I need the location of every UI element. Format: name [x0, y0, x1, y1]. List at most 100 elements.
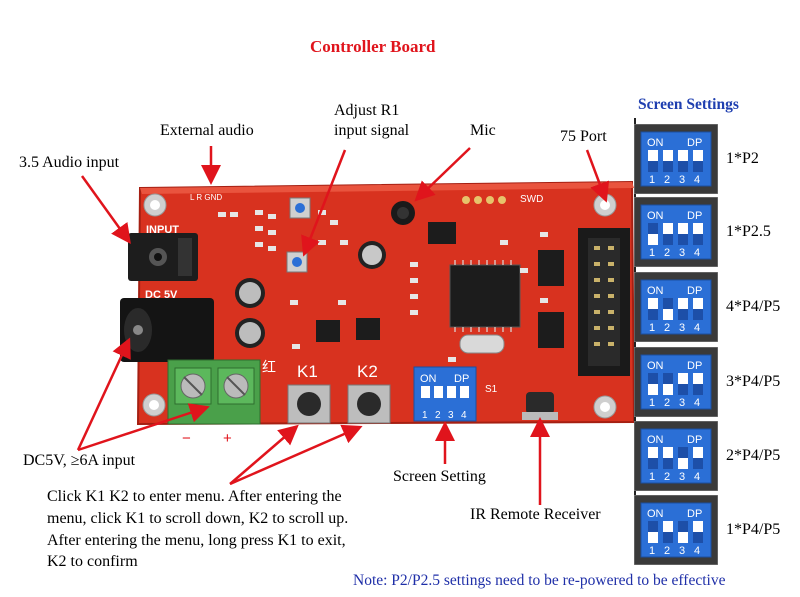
dip-number: 4 [694, 397, 700, 409]
dip-switch-knob [693, 521, 703, 532]
dip-switch-knob [648, 150, 658, 161]
label-75-port: 75 Port [560, 128, 607, 145]
dip-number: 2 [664, 322, 670, 334]
screen-setting-label: 3*P4/P5 [726, 373, 781, 390]
label-dc-input: DC5V, ≥6A input [23, 452, 136, 469]
dip-switch-knob [678, 223, 688, 234]
dip-switch-knob [678, 532, 688, 543]
trim-pots [286, 197, 311, 273]
silk-swd: SWD [520, 194, 543, 205]
screen-setting-label: 1*P2.5 [726, 223, 771, 240]
dip-switch-knob [693, 223, 703, 234]
dip-dp-label: DP [687, 285, 702, 297]
dip-number: 1 [649, 545, 655, 557]
dip-switch-knob [693, 298, 703, 309]
dip-switch-knob [663, 447, 673, 458]
dip-switch-knob [663, 223, 673, 234]
dip-on-label: ON [647, 137, 664, 149]
dip-switch-knob [678, 458, 688, 469]
dip-number: 1 [649, 174, 655, 186]
dc-jack [120, 298, 214, 362]
terminal-minus: − [182, 430, 191, 447]
dip-number: 4 [694, 322, 700, 334]
dip-number: 3 [679, 471, 685, 483]
dip-switch-knob [648, 298, 658, 309]
instructions-line-2: menu, click K1 to scroll down, K2 to scr… [47, 510, 349, 527]
crystal [459, 334, 505, 354]
dip-switch-knob [678, 298, 688, 309]
terminal-plus: + [223, 430, 232, 447]
screen-setting-label: 1*P2 [726, 150, 759, 167]
smd-parts [218, 210, 548, 362]
silk-lr-gnd: L R GND [190, 193, 222, 202]
dip-number: 3 [679, 545, 685, 557]
dip-number: 3 [679, 174, 685, 186]
dip-dp-label: DP [687, 508, 702, 520]
label-adjust-r1-line2: input signal [334, 122, 410, 139]
dip-number: 4 [694, 247, 700, 259]
dip-switch-knob [663, 521, 673, 532]
instructions-line-3: After entering the menu, long press K1 t… [47, 532, 346, 549]
dip-switch-knob [663, 384, 673, 395]
silk-k2: K2 [357, 362, 378, 381]
dip-switch-knob [693, 447, 703, 458]
page-title: Controller Board [310, 37, 436, 56]
dip-switch-knob [648, 234, 658, 245]
dip-dp-label: DP [687, 210, 702, 222]
screen-setting-label: 1*P4/P5 [726, 521, 781, 538]
silk-s1: S1 [485, 384, 498, 395]
dip-switch-knob [678, 150, 688, 161]
dip-switch-knob [648, 532, 658, 543]
screen-setting-label: 2*P4/P5 [726, 447, 781, 464]
silk-hong: 红 [262, 359, 276, 375]
dip-switch-knob [663, 309, 673, 320]
dip-number: 1 [649, 322, 655, 334]
k1-button [287, 384, 331, 424]
silk-dip-num-3: 3 [448, 410, 454, 421]
dip-on-label: ON [647, 434, 664, 446]
board-dip-switch [413, 366, 477, 422]
dip-number: 3 [679, 397, 685, 409]
small-ics [316, 222, 564, 348]
dip-number: 1 [649, 247, 655, 259]
label-external-audio: External audio [160, 122, 254, 139]
note-text: Note: P2/P2.5 settings need to be re-pow… [353, 572, 726, 589]
dip-on-label: ON [647, 285, 664, 297]
label-screen-setting: Screen Setting [393, 468, 486, 485]
dip-number: 2 [664, 397, 670, 409]
dip-number: 2 [664, 471, 670, 483]
dip-dp-label: DP [687, 137, 702, 149]
silk-input: INPUT [146, 224, 179, 236]
dip-on-label: ON [647, 360, 664, 372]
capacitors [235, 241, 386, 348]
dip-number: 4 [694, 471, 700, 483]
silk-dip-num-4: 4 [461, 410, 467, 421]
mic [391, 201, 415, 225]
dip-number: 1 [649, 471, 655, 483]
callout-arrows [76, 146, 610, 505]
dip-number: 4 [694, 545, 700, 557]
dip-number: 3 [679, 247, 685, 259]
label-mic: Mic [470, 122, 496, 139]
silk-dc5v: DC 5V [145, 289, 178, 301]
dip-number: 2 [664, 247, 670, 259]
dip-number: 2 [664, 545, 670, 557]
instructions-line-4: K2 to confirm [47, 553, 138, 570]
main-chip [449, 260, 521, 332]
instructions-line-1: Click K1 K2 to enter menu. After enterin… [47, 488, 342, 505]
label-adjust-r1-line1: Adjust R1 [334, 102, 400, 119]
dip-switch-knob [648, 447, 658, 458]
dip-dp-label: DP [687, 360, 702, 372]
